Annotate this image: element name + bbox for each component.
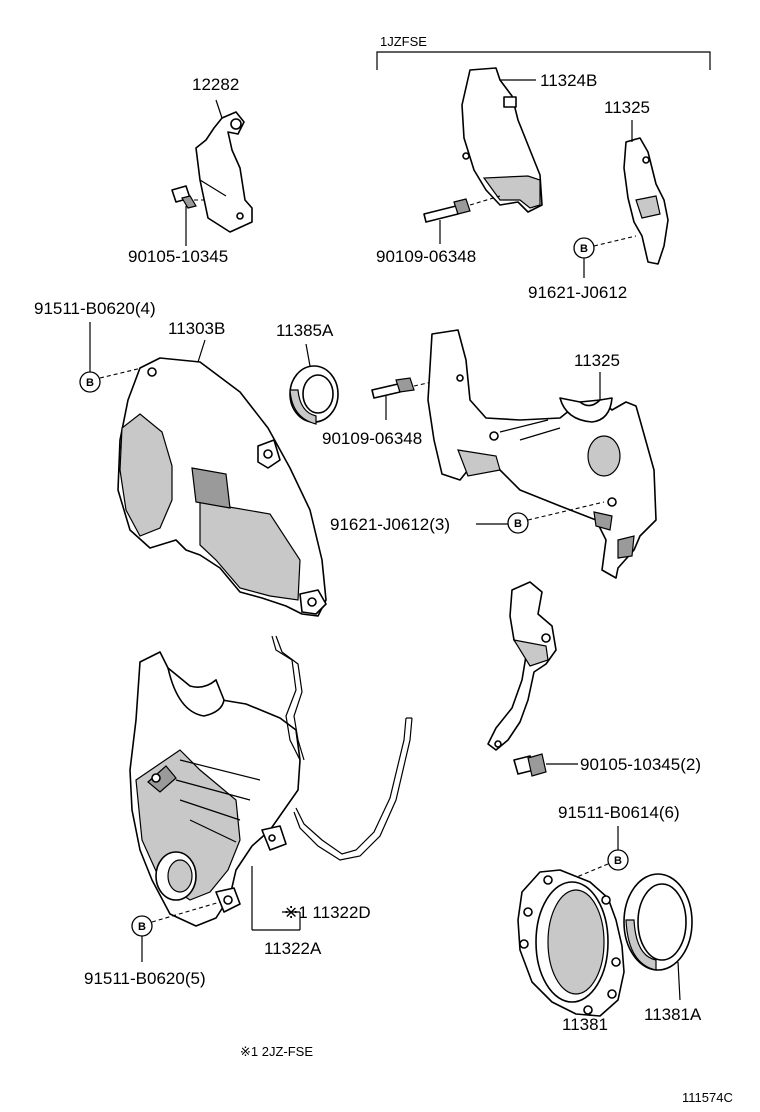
label-11325-a: 11325	[604, 98, 650, 117]
oil-seal-11385a: 11385A	[276, 321, 339, 425]
label-90105-10345-2: 90105-10345(2)	[580, 755, 701, 774]
bolt-marker-b: B	[514, 518, 522, 530]
footnote: ※1 2JZ-FSE	[240, 1044, 313, 1059]
label-91511-b0620-4: 91511-B0620(4)	[34, 299, 156, 318]
retainer-11381: 11381	[517, 869, 625, 1034]
label-91621-j0612-3: 91621-J0612(3)	[330, 515, 450, 534]
bolt-marker-91621-j0612: B 91621-J0612	[528, 235, 637, 302]
label-91511-b0614-6: 91511-B0614(6)	[558, 803, 680, 822]
stud-90109-06348-mid: 90109-06348	[322, 377, 433, 448]
label-bracket-11322: ※1 11322D 11322A	[251, 866, 371, 958]
bolt-marker-b: B	[86, 377, 94, 389]
label-11303b: 11303B	[168, 319, 225, 338]
label-90109-06348-b: 90109-06348	[322, 429, 422, 448]
engine-hanger-12282: 12282	[192, 75, 253, 233]
oil-seal-11381a: 11381A	[623, 873, 702, 1024]
bracket-right-mid: 90105-10345(2)	[487, 581, 701, 777]
drawing-id: 111574C	[682, 1090, 733, 1105]
gasket-11322d	[271, 635, 413, 861]
upper-cover-11303b: 11303B	[117, 319, 327, 617]
plate-11325-upper: 11325	[604, 98, 669, 265]
label-11324b: 11324B	[540, 71, 597, 90]
label-11381a: 11381A	[644, 1005, 702, 1024]
bolt-marker-91511-b0620-5: B 91511-B0620(5)	[84, 901, 221, 988]
label-11322d: ※1 11322D	[284, 903, 371, 922]
label-91621-j0612: 91621-J0612	[528, 283, 627, 302]
stud-90109-06348-top: 90109-06348	[376, 195, 501, 266]
plate-11325-lower: 11325	[427, 329, 657, 579]
cover-11324b: 11324B	[461, 67, 597, 213]
group-label: 1JZFSE	[380, 34, 427, 49]
label-90105-10345: 90105-10345	[128, 247, 228, 266]
label-11322a: 11322A	[264, 939, 322, 958]
bolt-marker-91621-j0612-3: 91621-J0612(3) B	[330, 501, 605, 534]
label-11385a: 11385A	[276, 321, 334, 340]
label-11381: 11381	[562, 1015, 608, 1034]
bolt-marker-91511-b0614-6: 91511-B0614(6) B	[558, 803, 680, 885]
label-91511-b0620-5: 91511-B0620(5)	[84, 969, 206, 988]
label-90109-06348-a: 90109-06348	[376, 247, 476, 266]
group-bracket-1jzfse: 1JZFSE	[376, 34, 711, 70]
bolt-marker-b: B	[138, 921, 146, 933]
lower-cover-11322a	[129, 651, 301, 927]
label-11325-b: 11325	[574, 351, 620, 370]
bolt-marker-b: B	[614, 855, 622, 867]
bolt-90105-10345: 90105-10345	[128, 185, 228, 266]
label-12282: 12282	[192, 75, 239, 94]
bolt-marker-b: B	[580, 243, 588, 255]
